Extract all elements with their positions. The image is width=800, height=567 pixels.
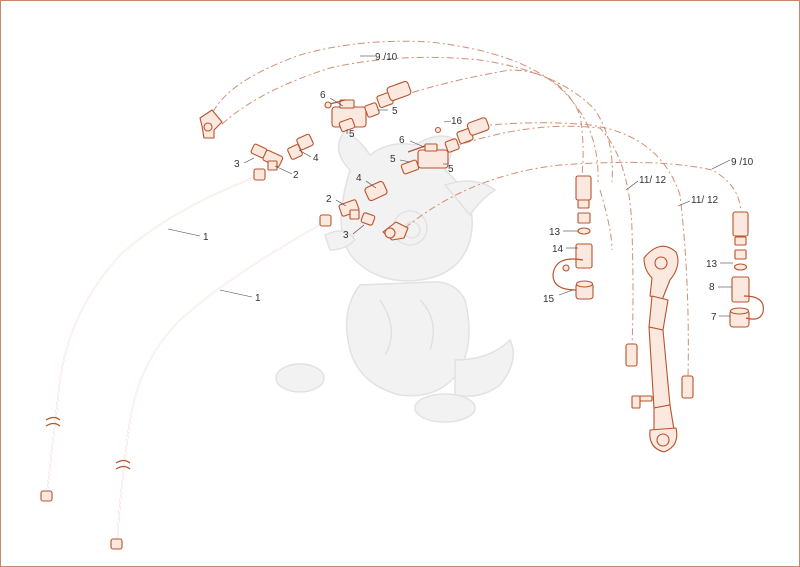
cylinder-port-fittings (625, 343, 694, 399)
fitting-cluster-middle (338, 180, 409, 241)
callout-c18: 1 (203, 232, 209, 243)
callout-c6: 6 (399, 135, 405, 146)
callout-c11: 4 (313, 153, 319, 164)
callout-c23: 13 (706, 259, 718, 270)
fitting-stack-far-right (729, 211, 764, 328)
callout-c16: 2 (326, 194, 332, 205)
valve-group-lower (400, 117, 490, 175)
hydraulic-cylinder (631, 245, 679, 453)
fitting-stack-center-right (552, 175, 594, 300)
callout-c25: 7 (711, 312, 717, 323)
callout-c10: 2 (293, 170, 299, 181)
elbow-fitting-top-left (199, 109, 223, 139)
callout-leader-lines (167, 55, 733, 317)
callout-c3: 5 (392, 106, 398, 117)
callout-c20: 13 (549, 227, 561, 238)
callout-c15: 4 (356, 173, 362, 184)
hose-1-right (110, 214, 332, 550)
hose-1-left (40, 168, 266, 502)
callout-labels: 9 /10 6 5 5 16 6 5 5 3 2 4 11/ 12 11/ 12… (203, 52, 754, 323)
callout-c9: 3 (234, 159, 240, 170)
callout-c2: 6 (320, 90, 326, 101)
valve-group-upper (324, 80, 412, 133)
callout-c21: 14 (552, 244, 564, 255)
callout-c13: 11/ 12 (691, 195, 718, 206)
callout-c1: 9 /10 (375, 52, 398, 63)
callout-c12: 11/ 12 (639, 175, 666, 186)
hose-routing-lines (212, 40, 742, 379)
callout-c8: 5 (448, 164, 454, 175)
fitting-cluster-left (250, 133, 314, 171)
callout-c19: 1 (255, 293, 261, 304)
callout-c7: 5 (390, 154, 396, 165)
callout-c4: 5 (349, 129, 355, 140)
callout-c24: 8 (709, 282, 715, 293)
callout-c5: 16 (451, 116, 463, 127)
dragon-mascot-watermark-icon (275, 128, 515, 423)
callout-c14: 9 /10 (731, 157, 754, 168)
callout-c22: 15 (543, 294, 555, 305)
callout-c17: 3 (343, 230, 349, 241)
